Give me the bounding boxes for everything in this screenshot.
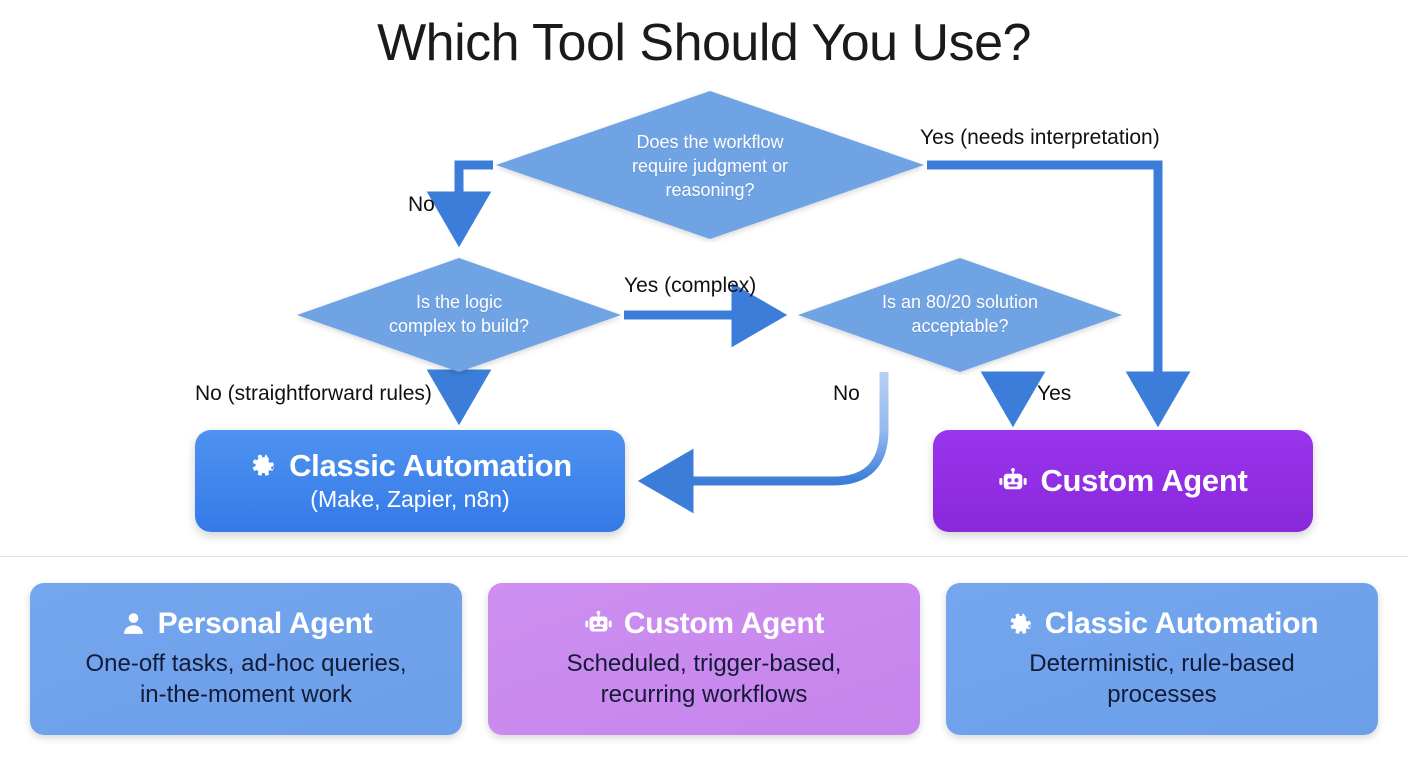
legend-card-custom-agent[interactable]: Custom Agent Scheduled, trigger-based, r… xyxy=(488,583,920,735)
legend-description-line: in-the-moment work xyxy=(139,681,353,708)
decision-label-line: reasoning? xyxy=(665,179,755,200)
decision-node-label: Is the logic complex to build? xyxy=(340,291,578,339)
diamond-shape xyxy=(297,258,621,372)
gear-icon xyxy=(1006,610,1034,638)
decision-node-8020-solution[interactable]: Is an 80/20 solution acceptable? xyxy=(795,255,1125,375)
legend-description-line: processes xyxy=(1107,681,1217,708)
legend-card-title-row: Personal Agent xyxy=(120,607,373,640)
decision-label-line: Is the logic xyxy=(415,292,503,313)
terminal-node-title-row: Custom Agent xyxy=(998,462,1248,498)
terminal-node-title: Custom Agent xyxy=(1040,462,1248,498)
edge-label-no-straightforward-rules: No (straightforward rules) xyxy=(195,382,432,405)
decision-label-line: Does the workflow xyxy=(636,132,784,153)
legend-card-title: Personal Agent xyxy=(157,607,373,641)
legend-card-description: Deterministic, rule-based processes xyxy=(1029,649,1294,710)
page-title: Which Tool Should You Use? xyxy=(377,14,1031,72)
legend-card-title-row: Custom Agent xyxy=(584,607,824,640)
terminal-node-custom-agent[interactable]: Custom Agent xyxy=(933,430,1313,532)
edge-label-no: No xyxy=(408,193,435,216)
legend-description-line: Scheduled, trigger-based, xyxy=(566,650,842,678)
legend-row: Personal Agent One-off tasks, ad-hoc que… xyxy=(0,583,1408,735)
decision-label-line: require judgment or xyxy=(631,156,789,177)
edge-label-yes-8020: Yes xyxy=(1037,382,1072,405)
terminal-node-title: Classic Automation xyxy=(289,447,572,483)
terminal-node-title-row: Classic Automation xyxy=(248,447,572,483)
decision-node-judgment[interactable]: Does the workflow require judgment or re… xyxy=(493,88,927,242)
legend-description-line: One-off tasks, ad-hoc queries, xyxy=(85,650,407,678)
legend-card-title: Custom Agent xyxy=(623,607,825,641)
legend-card-title: Classic Automation xyxy=(1044,607,1319,641)
terminal-node-classic-automation[interactable]: Classic Automation (Make, Zapier, n8n) xyxy=(195,430,625,532)
decision-node-label: Is an 80/20 solution acceptable? xyxy=(841,291,1079,339)
legend-description-line: recurring workflows xyxy=(600,681,808,708)
legend-card-personal-agent[interactable]: Personal Agent One-off tasks, ad-hoc que… xyxy=(30,583,462,735)
decision-node-logic-complexity[interactable]: Is the logic complex to build? xyxy=(294,255,624,375)
decision-node-label: Does the workflow require judgment or re… xyxy=(554,131,866,202)
diamond-shape xyxy=(798,258,1122,372)
decision-label-line: complex to build? xyxy=(388,316,530,336)
legend-card-description: One-off tasks, ad-hoc queries, in-the-mo… xyxy=(85,649,406,710)
decision-label-line: Is an 80/20 solution xyxy=(881,292,1039,313)
legend-description-line: Deterministic, rule-based xyxy=(1029,650,1295,678)
diamond-shape xyxy=(496,91,924,239)
edge-label-no-8020: No xyxy=(833,382,860,405)
robot-icon xyxy=(998,466,1028,496)
gear-icon xyxy=(248,451,277,480)
robot-icon xyxy=(584,609,613,638)
edge-label-yes-complex: Yes (complex) xyxy=(624,274,757,297)
person-icon xyxy=(120,610,147,637)
legend-card-description: Scheduled, trigger-based, recurring work… xyxy=(567,649,842,710)
section-divider xyxy=(0,556,1408,557)
edge-label-yes-needs-interpretation: Yes (needs interpretation) xyxy=(920,126,1160,149)
terminal-node-subtitle: (Make, Zapier, n8n) xyxy=(310,485,510,512)
legend-card-title-row: Classic Automation xyxy=(1006,607,1319,640)
edge-no-top-path xyxy=(426,160,493,248)
legend-card-classic-automation[interactable]: Classic Automation Deterministic, rule-b… xyxy=(946,583,1378,735)
decision-label-line: acceptable? xyxy=(911,316,1009,336)
